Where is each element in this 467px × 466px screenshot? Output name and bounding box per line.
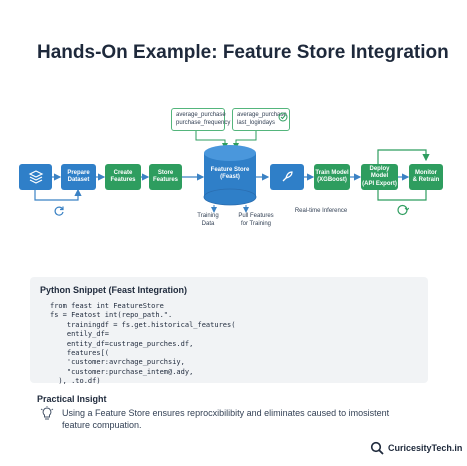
pull-features-label: Pull Features for Training	[238, 213, 274, 227]
realtime-inference-label: Real-time Inference	[294, 208, 348, 214]
code-snippet-panel: Python Snippet (Feast Integration) from …	[30, 277, 428, 385]
features-note-right: average_purchase last_logindays	[232, 108, 290, 131]
lightbulb-icon	[40, 406, 54, 420]
rocket-icon	[282, 171, 293, 182]
features-note-left: average_purchase purchase_frequency	[171, 108, 230, 131]
code-block: from feast int FeatureStore fs = Featost…	[50, 302, 236, 386]
brand-logo: CuricesityTech.in	[370, 441, 462, 455]
training-data-label: Training Data	[197, 213, 219, 227]
deploy-model-box: Deploy Model (API Export)	[361, 164, 398, 190]
cycle-icon	[397, 204, 409, 216]
layers-icon	[28, 170, 43, 184]
page-title: Hands-On Example: Feature Store Integrat…	[37, 42, 449, 63]
create-features-box: Create Features	[105, 164, 141, 190]
brand-name: CuricesityTech.in	[388, 443, 463, 453]
dataset-icon-box	[19, 164, 52, 190]
check-icon	[278, 112, 288, 122]
feature-store-label: Feature Store (Feast)	[210, 167, 250, 181]
store-features-box: Store Features	[149, 164, 182, 190]
snippet-title: Python Snippet (Feast Integration)	[40, 285, 188, 295]
prepare-dataset-box: Prepare Dataset	[61, 164, 96, 190]
insight-text: Using a Feature Store ensures reprocxibi…	[62, 408, 390, 430]
monitor-retrain-box: Monitor & Retrain	[409, 164, 443, 190]
train-model-box: Train Model (XGBoost)	[314, 164, 350, 190]
search-icon	[370, 441, 384, 455]
insight-title: Practical Insight	[37, 394, 107, 404]
refresh-icon	[54, 206, 64, 216]
feature-store-cylinder	[203, 145, 257, 206]
realtime-icon-box	[270, 164, 304, 190]
